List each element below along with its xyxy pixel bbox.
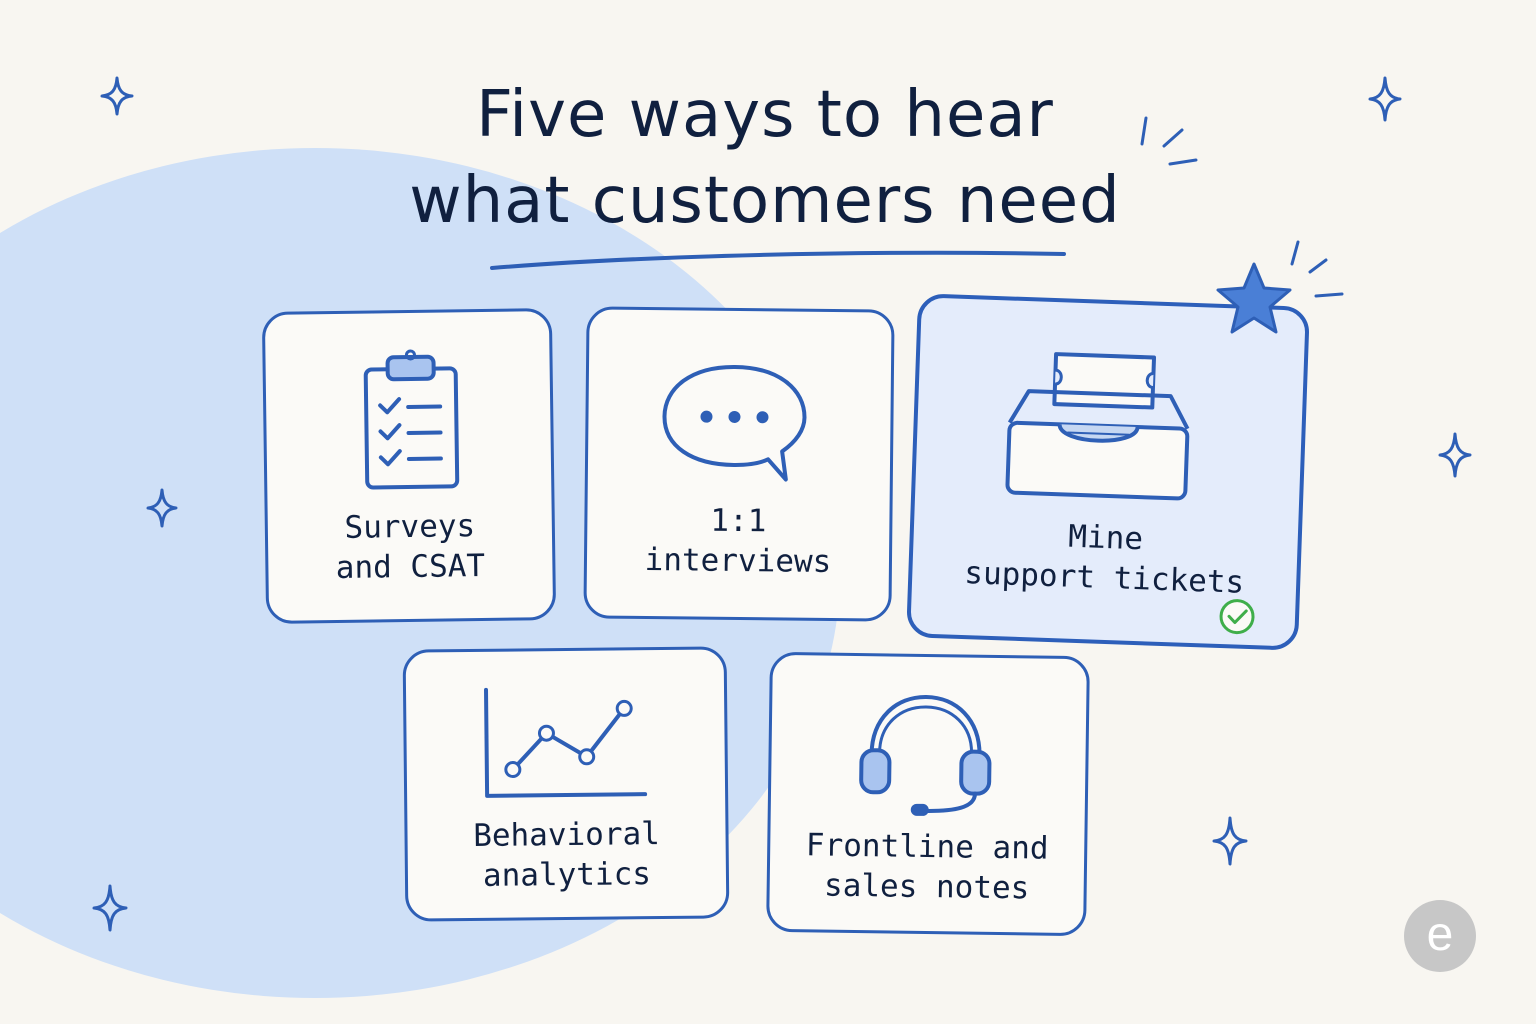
- card-interviews-line-1: 1:1: [710, 502, 767, 540]
- card-frontline-notes-label: Frontline and sales notes: [769, 825, 1084, 909]
- title-underline: [490, 250, 1066, 270]
- page-title: Five ways to hear what customers need: [300, 72, 1230, 244]
- speech-bubble-icon: [662, 364, 807, 482]
- svg-text:e: e: [1427, 908, 1454, 961]
- sparkle-icon: [1438, 432, 1472, 478]
- card-frontline-notes-line-1: Frontline and: [805, 827, 1049, 867]
- card-behavioral-analytics-line-1: Behavioral: [473, 816, 661, 854]
- title-line-1: Five ways to hear: [476, 78, 1054, 152]
- sparkle-icon: [92, 884, 128, 932]
- sparkle-icon: [146, 488, 178, 528]
- line-chart-icon: [484, 687, 648, 798]
- card-surveys-label: Surveys and CSAT: [268, 505, 553, 589]
- sparkle-icon: [1212, 816, 1248, 866]
- card-behavioral-analytics: Behavioral analytics: [402, 646, 730, 922]
- card-support-tickets: Mine support tickets: [906, 293, 1310, 651]
- check-circle-icon: [1219, 599, 1255, 635]
- card-support-tickets-label: Mine support tickets: [912, 511, 1299, 604]
- card-interviews: 1:1 interviews: [583, 306, 895, 622]
- card-behavioral-analytics-line-2: analytics: [482, 856, 652, 894]
- star-accent-strokes: [1290, 240, 1344, 298]
- card-surveys: Surveys and CSAT: [261, 307, 557, 625]
- card-interviews-line-2: interviews: [644, 542, 832, 580]
- card-surveys-line-2: and CSAT: [335, 547, 486, 587]
- sparkle-icon: [100, 76, 134, 116]
- star-icon: [1216, 262, 1292, 334]
- card-surveys-line-1: Surveys: [344, 508, 476, 546]
- card-interviews-label: 1:1 interviews: [587, 499, 890, 582]
- card-frontline-notes: Frontline and sales notes: [766, 651, 1090, 937]
- card-frontline-notes-line-2: sales notes: [823, 867, 1030, 907]
- title-accent-strokes: [1140, 116, 1198, 166]
- sparkle-icon: [1368, 76, 1402, 122]
- inbox-tray-icon: [1005, 352, 1190, 501]
- clipboard-checklist-icon: [363, 349, 460, 490]
- e-logo-icon: e: [1404, 900, 1476, 972]
- card-behavioral-analytics-label: Behavioral analytics: [407, 813, 726, 896]
- headset-icon: [859, 694, 992, 816]
- title-line-2: what customers need: [409, 164, 1121, 238]
